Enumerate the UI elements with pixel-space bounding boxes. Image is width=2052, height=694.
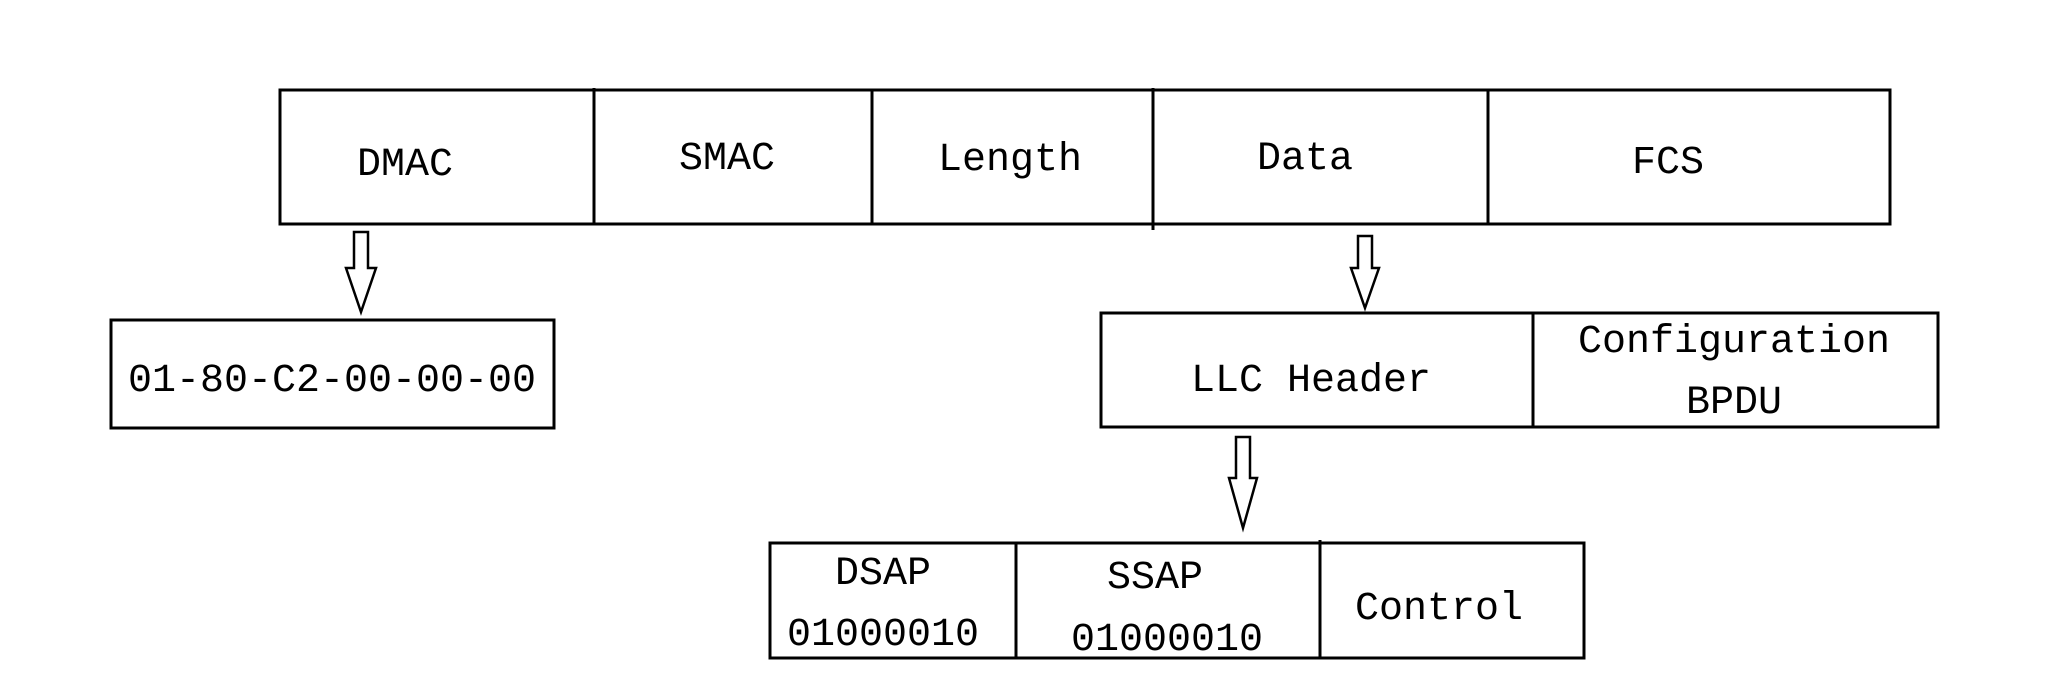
bpdu-label-line1: Configuration	[1578, 320, 1890, 365]
dmac-down-arrow-icon	[344, 230, 378, 316]
dsap-value: 01000010	[787, 613, 979, 658]
field-smac: SMAC	[679, 137, 775, 182]
llc-fields-box	[768, 541, 1586, 660]
field-fcs: FCS	[1632, 141, 1704, 186]
field-dmac: DMAC	[357, 143, 453, 188]
data-payload: LLC Header Configuration BPDU	[1099, 311, 1940, 429]
llc-header-fields: DSAP 01000010 SSAP 01000010 Control	[768, 540, 1586, 663]
data-payload-box	[1099, 311, 1940, 429]
dsap-label: DSAP	[835, 552, 931, 597]
control-label: Control	[1355, 587, 1523, 632]
bpdu-label-line2: BPDU	[1686, 381, 1782, 426]
ethernet-frame: DMAC SMAC Length Data FCS	[278, 88, 1892, 230]
data-down-arrow-icon	[1349, 234, 1381, 312]
llc-header-label: LLC Header	[1191, 359, 1431, 404]
field-length: Length	[938, 138, 1082, 183]
dmac-value: 01-80-C2-00-00-00	[128, 359, 536, 404]
ssap-label: SSAP	[1107, 556, 1203, 601]
ethernet-frame-box	[278, 88, 1892, 226]
dmac-value-block: 01-80-C2-00-00-00	[109, 318, 556, 430]
field-data: Data	[1257, 137, 1353, 182]
llc-down-arrow-icon	[1227, 435, 1259, 533]
ssap-value: 01000010	[1071, 618, 1263, 663]
dmac-value-box	[109, 318, 556, 430]
